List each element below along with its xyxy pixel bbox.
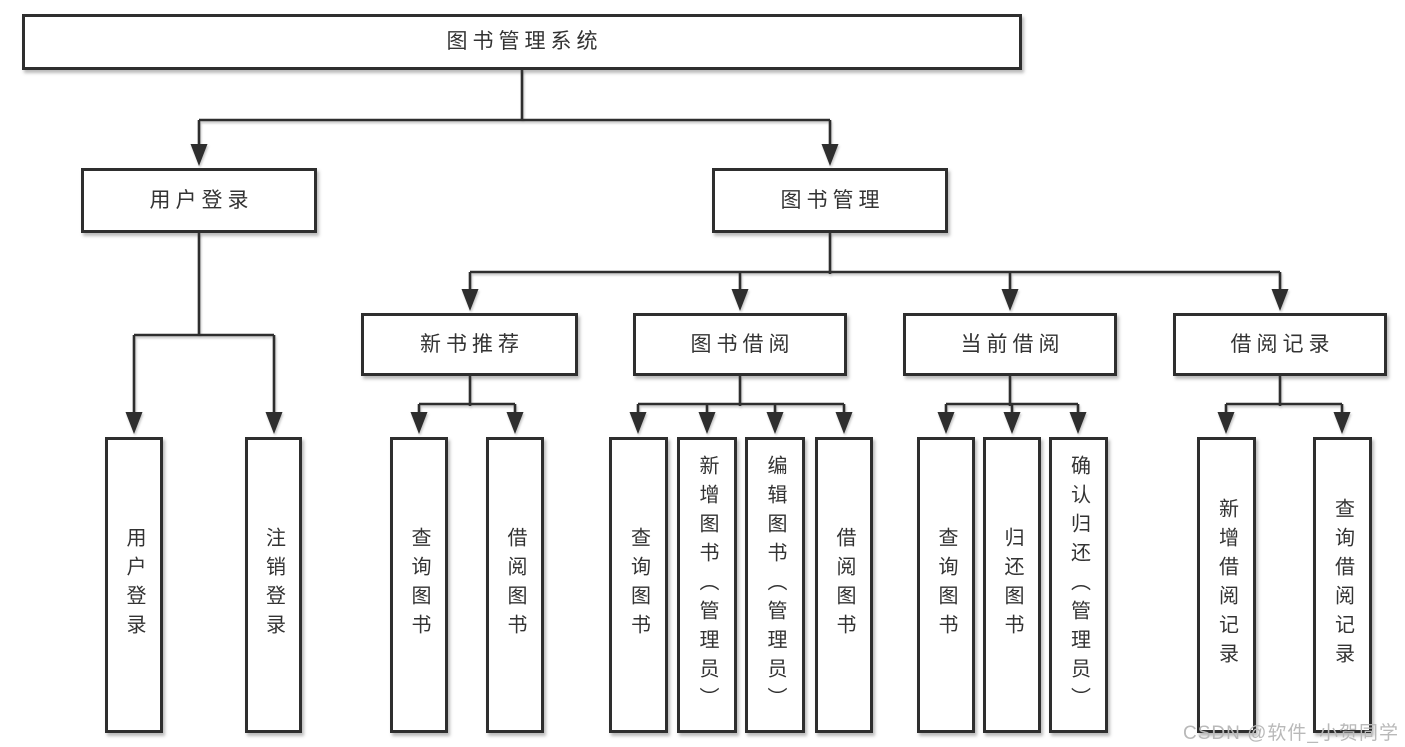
node-label: 新增借阅记录 xyxy=(1215,498,1238,672)
node-book-management: 图书管理 xyxy=(712,168,948,233)
node-new-book-recommendation: 新书推荐 xyxy=(361,313,578,376)
node-label: 查询图书 xyxy=(935,527,957,643)
node-borrowing-records: 借阅记录 xyxy=(1173,313,1387,376)
node-label: 查询图书 xyxy=(627,527,650,643)
leaf-user-login: 用户登录 xyxy=(105,437,163,733)
leaf-borrow-book-new: 借阅图书 xyxy=(486,437,544,733)
node-label: 归还图书 xyxy=(1001,527,1023,643)
leaf-borrow-book: 借阅图书 xyxy=(815,437,873,733)
leaf-query-books-new: 查询图书 xyxy=(390,437,448,733)
leaf-query-books-borrow: 查询图书 xyxy=(609,437,668,733)
node-label: 用户登录 xyxy=(123,527,145,643)
leaf-return-book: 归还图书 xyxy=(983,437,1041,733)
leaf-add-borrow-record: 新增借阅记录 xyxy=(1197,437,1256,733)
node-label: 图书管理系统 xyxy=(446,30,603,54)
node-label: 编辑图书（管理员） xyxy=(764,454,786,716)
node-label: 当前借阅 xyxy=(960,332,1065,356)
node-book-borrowing: 图书借阅 xyxy=(633,313,847,376)
leaf-query-books-current: 查询图书 xyxy=(917,437,975,733)
node-label: 注销登录 xyxy=(262,527,285,643)
node-label: 查询借阅记录 xyxy=(1331,498,1354,672)
leaf-logout: 注销登录 xyxy=(245,437,302,733)
node-label: 新增图书（管理员） xyxy=(696,454,718,716)
node-label: 图书借阅 xyxy=(690,332,795,356)
node-user-login-group: 用户登录 xyxy=(81,168,317,233)
node-label: 借阅记录 xyxy=(1230,332,1335,356)
node-label: 新书推荐 xyxy=(420,332,524,356)
node-label: 查询图书 xyxy=(408,527,430,643)
leaf-query-borrow-record: 查询借阅记录 xyxy=(1313,437,1372,733)
node-label: 借阅图书 xyxy=(833,527,855,643)
leaf-edit-book-admin: 编辑图书（管理员） xyxy=(745,437,805,733)
csdn-watermark: CSDN @软件_小贺同学 xyxy=(1183,723,1399,744)
node-label: 图书管理 xyxy=(780,188,885,212)
node-label: 用户登录 xyxy=(149,188,254,212)
node-label: 借阅图书 xyxy=(504,527,526,643)
leaf-add-book-admin: 新增图书（管理员） xyxy=(677,437,737,733)
node-current-borrowing: 当前借阅 xyxy=(903,313,1117,376)
leaf-confirm-return-admin: 确认归还（管理员） xyxy=(1049,437,1108,733)
node-library-management-system: 图书管理系统 xyxy=(22,14,1022,70)
node-label: 确认归还（管理员） xyxy=(1067,454,1090,716)
